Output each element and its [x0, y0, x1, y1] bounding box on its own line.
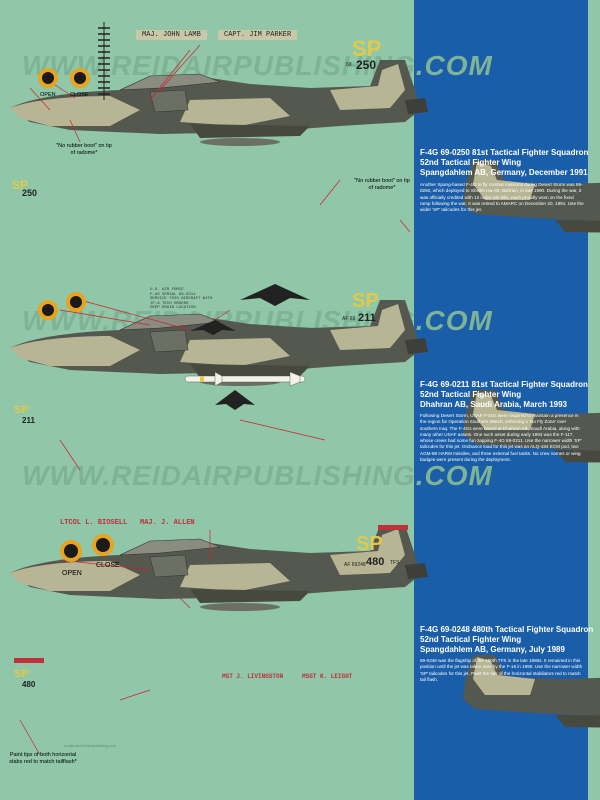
tail-code-small: SP [14, 404, 29, 416]
tail-code: SP [356, 533, 383, 555]
info-panel [414, 0, 588, 800]
tail-code-small: SP [14, 668, 29, 680]
canopy-close-marker [70, 68, 90, 88]
title-69-0250: F-4G 69-0250 81st Tactical Fighter Squad… [420, 148, 589, 177]
tail-code: SP [352, 36, 382, 61]
tail-serial: 480 [366, 556, 385, 568]
watermark: WWW.REIDAIRPUBLISHING.COM [22, 460, 493, 491]
canopy-open-marker [60, 540, 82, 562]
stab-tip-note: Paint tips of both horizontal stabs red … [9, 752, 77, 765]
description-69-0248: 69-0248 was the flagship of the 480th TF… [420, 658, 583, 682]
canopy-close-marker [66, 292, 86, 312]
crew-name-wso: MAJ. J. ALLEN [140, 519, 195, 527]
crew-chief-name: MGT J. LIVINGSTON [222, 673, 284, 680]
agm88-missile [184, 371, 306, 387]
kill-markings [98, 22, 110, 100]
description-69-0211: Following Desert Storm, USAF F-4Gs were … [420, 413, 582, 463]
tail-code-small: SP [12, 178, 29, 192]
data-stencil: U.S. AIR FORCE F-4G SERIAL 69-0211 SERVI… [150, 288, 213, 310]
crew-name-pilot: MAJ. JOHN LAMB [136, 30, 207, 40]
tail-serial: 211 [358, 312, 376, 324]
description-69-0250: Another Spang-based F-4G to fly combat m… [420, 182, 584, 213]
title-69-0211: F-4G 69-0211 81st Tactical Fighter Squad… [420, 380, 588, 409]
radome-note: "No rubber boot" on tip of radome* [354, 178, 410, 191]
title-69-0248: F-4G 69-0248 480th Tactical Fighter Squa… [420, 625, 594, 654]
crew-name-pilot: LTCOL L. BIOSELL [60, 519, 128, 527]
tail-serial: 250 [356, 58, 377, 72]
canopy-open-marker [38, 68, 58, 88]
canopy-open-marker [38, 300, 58, 320]
canopy-close-marker [92, 534, 114, 556]
crew-chief-name: MSGT K. LEIGHT [302, 673, 353, 680]
tail-code: SP [352, 290, 379, 312]
credit: a color bird rf bdrnpublishing.com [64, 744, 116, 748]
radome-note: "No rubber boot" on tip of radome* [56, 143, 112, 156]
f117-zap-marking [240, 284, 310, 306]
crew-name-wso: CAPT. JIM PARKER [218, 30, 298, 40]
